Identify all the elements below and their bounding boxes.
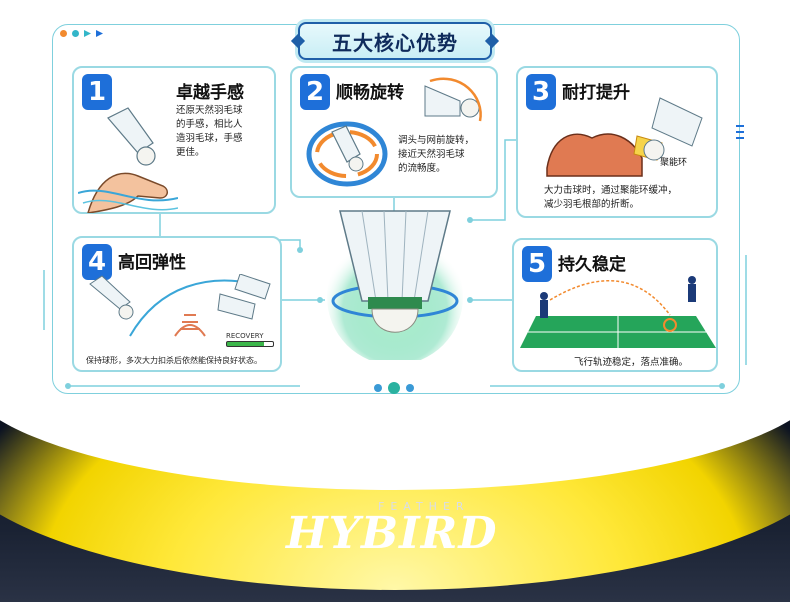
card-feel: 1 卓越手感 还原天然羽毛球的手感，相比人 造羽毛球，手感更佳。	[72, 66, 276, 214]
card-description: 大力击球时，通过聚能环缓冲，减少羽毛根部的折断。	[544, 185, 678, 210]
card-title: 耐打提升	[562, 83, 630, 103]
card-number: 5	[522, 246, 552, 282]
infographic-panel: 五大核心优势 1 卓越手感 还原天然羽毛球的手感，相比人 造羽毛球，手感更佳。 …	[0, 0, 790, 420]
brand-band: FEATHER HYBIRD	[0, 420, 790, 602]
card-description: 还原天然羽毛球的手感，相比人 造羽毛球，手感更佳。	[176, 105, 243, 158]
center-shuttlecock-illustration	[327, 210, 463, 360]
card-description: 调头与网前旋转，接近天然羽毛球的流畅度。	[398, 135, 475, 174]
page-title: 五大核心优势	[332, 30, 458, 55]
hand-shuttle-illustration	[78, 107, 178, 213]
recovery-bar	[226, 341, 274, 347]
card-title: 高回弹性	[118, 253, 186, 273]
court-illustration	[520, 276, 716, 348]
card-description: 保持球形，多次大力扣杀后依然能保持良好状态。	[86, 356, 262, 365]
card-durability: 3 耐打提升 聚能环 大力击球时，通过聚能环缓冲，减少羽毛根部的折断。	[516, 66, 718, 218]
card-number: 1	[82, 74, 112, 110]
brand-logo: FEATHER HYBIRD	[286, 500, 526, 580]
card-title: 持久稳定	[558, 255, 626, 275]
card-rebound: 4 高回弹性 RECOVERY 保持球形，多次大力扣杀后依然能保持良好状态。	[72, 236, 282, 372]
card-number: 2	[300, 74, 330, 110]
card-title: 顺畅旋转	[336, 83, 404, 103]
brand-subtitle: FEATHER	[378, 500, 470, 513]
card-title: 卓越手感	[176, 83, 244, 103]
shuttle-icon	[424, 77, 482, 122]
recovery-label: RECOVERY	[226, 332, 264, 340]
card-description: 飞行轨迹稳定，落点准确。	[574, 357, 689, 368]
rebound-illustration	[89, 274, 271, 337]
card-spin: 2 顺畅旋转 调头与网前旋转，接近天然羽毛球的流畅度。	[290, 66, 498, 198]
frame-decoration	[60, 30, 103, 37]
card-stability: 5 持久稳定 飞行轨迹稳定，落点准确。	[512, 238, 718, 372]
muscle-shuttle-illustration	[546, 97, 703, 177]
title-banner: 五大核心优势	[298, 22, 492, 60]
ring-label: 聚能环	[660, 158, 688, 168]
spin-arrows-illustration	[306, 121, 388, 187]
card-number: 4	[82, 244, 112, 280]
connector-lines	[43, 125, 747, 394]
brand-name: HYBIRD	[286, 508, 498, 559]
card-number: 3	[526, 74, 556, 110]
